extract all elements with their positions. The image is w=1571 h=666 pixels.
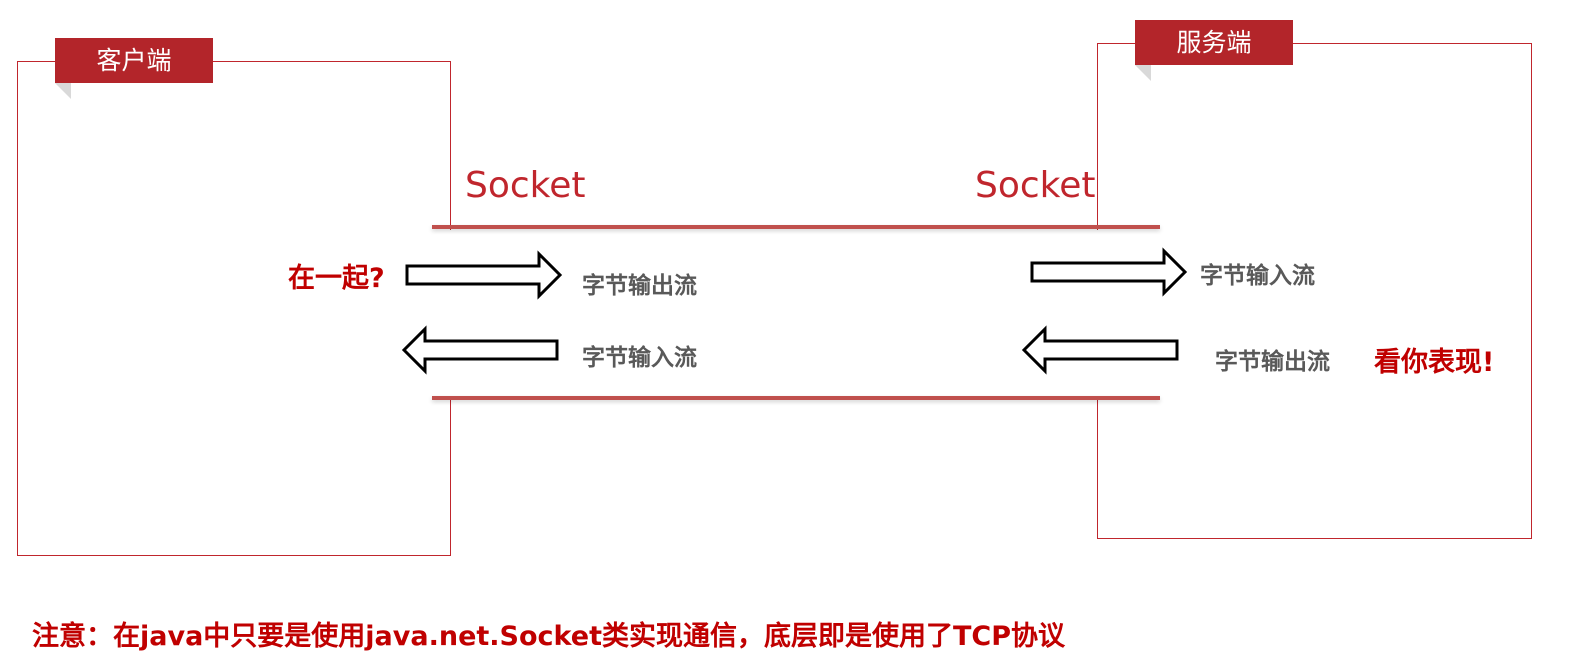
socket-channel-bottom-line [432, 396, 1160, 400]
client-output-stream-label: 字节输出流 [582, 273, 697, 299]
client-input-arrow-icon [401, 325, 559, 375]
tcp-note: 注意：在java中只要是使用java.net.Socket类实现通信，底层即是使… [32, 621, 1066, 652]
server-tag-fold [1135, 65, 1151, 81]
socket-channel [432, 230, 1160, 396]
client-tag: 客户端 [55, 38, 213, 83]
server-box [1097, 43, 1532, 539]
client-input-stream-label: 字节输入流 [582, 345, 697, 371]
server-socket-label: Socket [975, 165, 1096, 206]
together-callout: 在一起? [288, 263, 385, 294]
server-output-arrow-icon [1021, 325, 1179, 375]
performance-callout: 看你表现! [1374, 347, 1495, 378]
client-tag-fold [55, 83, 71, 99]
socket-channel-top-line [432, 225, 1160, 229]
server-input-stream-label: 字节输入流 [1200, 263, 1315, 289]
client-output-arrow-icon [405, 250, 563, 300]
client-socket-label: Socket [465, 165, 586, 206]
server-input-arrow-icon [1030, 247, 1188, 297]
client-box [17, 61, 451, 556]
server-tag: 服务端 [1135, 20, 1293, 65]
server-output-stream-label: 字节输出流 [1215, 349, 1330, 375]
